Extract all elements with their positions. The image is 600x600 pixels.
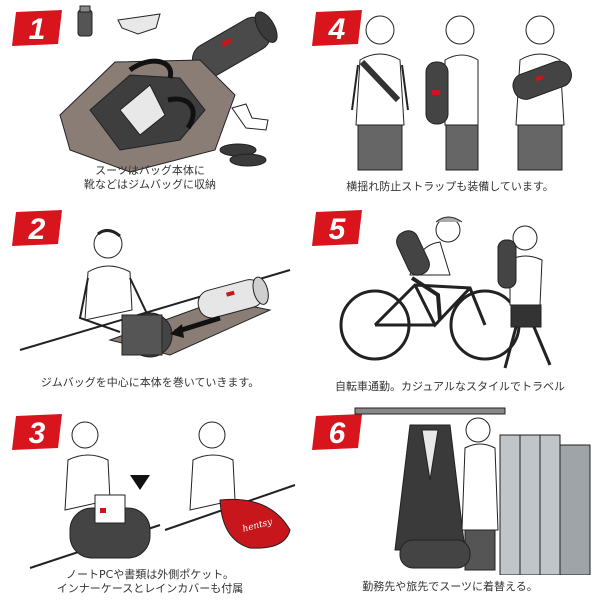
step-1-panel: 1 スーツはバッグ本体に 靴などはジムバッグに収納 [0, 0, 300, 200]
step-3-badge: 3 [12, 414, 62, 450]
step-4-panel: 4 横揺れ防止ストラップも装備しています。 [300, 0, 600, 200]
step-1-caption-line-1: スーツはバッグ本体に [95, 164, 205, 177]
step-2-illustration [19, 229, 291, 358]
step-5-badge: 5 [312, 210, 362, 246]
step-5-panel: 5 自転車通勤。カジュアルなスタイルでトラベル [300, 200, 600, 400]
step-1-number: 1 [29, 13, 46, 46]
step-3-panel: 3 hentsy ノートPCや書類は外側ポケット。 インナーケースとレインカバー… [0, 400, 300, 600]
step-1-caption-line-2: 靴などはジムバッグに収納 [84, 178, 216, 191]
step-4-number: 4 [328, 13, 346, 46]
step-3-caption-line-1: ノートPCや書類は外側ポケット。 [65, 568, 235, 581]
step-3-illustration: hentsy [29, 421, 296, 569]
step-5-number: 5 [329, 213, 347, 246]
step-2-badge: 2 [12, 210, 62, 246]
step-2-panel: 2 ジムバッグを中心に本体を巻いていきます。 [0, 200, 300, 400]
step-1-illustration [59, 5, 278, 173]
step-1-badge: 1 [12, 10, 62, 46]
step-2-number: 2 [28, 213, 46, 246]
step-6-panel: 6 勤務先や旅先でスーツに着替える。 [300, 400, 600, 600]
step-4-badge: 4 [312, 10, 362, 46]
step-6-number: 6 [329, 417, 346, 450]
step-4-illustration [351, 15, 572, 171]
step-2-caption-line-1: ジムバッグを中心に本体を巻いていきます。 [40, 376, 260, 389]
step-6-caption-line-1: 勤務先や旅先でスーツに着替える。 [362, 580, 538, 593]
step-6-illustration [354, 407, 591, 575]
step-6-badge: 6 [312, 414, 362, 450]
step-5-caption-line-1: 自転車通勤。カジュアルなスタイルでトラベル [335, 380, 565, 393]
step-3-number: 3 [29, 417, 46, 450]
step-3-caption-line-2: インナーケースとレインカバーも付属 [56, 582, 244, 595]
step-5-illustration [339, 216, 552, 369]
step-4-caption-line-1: 横揺れ防止ストラップも装備しています。 [346, 180, 554, 193]
